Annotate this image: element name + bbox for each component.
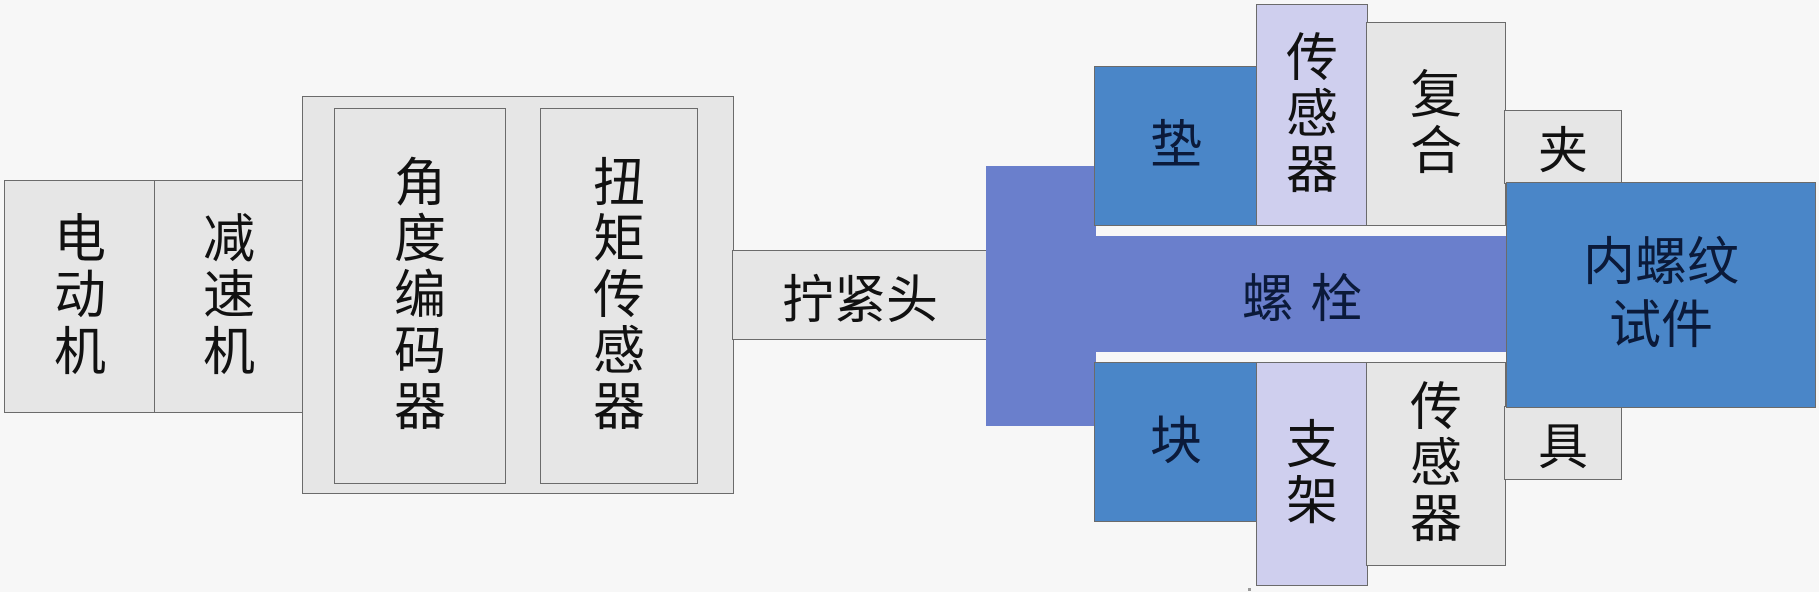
composite-box: 复合 <box>1366 22 1506 226</box>
specimen-label: 内螺纹 试件 <box>1583 232 1739 359</box>
motor-label: 电动机 <box>54 210 107 383</box>
bolt-shaft: 螺 栓 <box>1094 236 1510 352</box>
composite-sensor-label: 传感器 <box>1410 377 1463 551</box>
reducer-label: 减速机 <box>203 210 256 383</box>
tightening-head-box: 拧紧头 <box>732 250 988 340</box>
motor-box: 电动机 <box>4 180 156 413</box>
washer-bottom-box: 块 <box>1094 362 1258 522</box>
washer-bottom-label: 块 <box>1150 411 1203 472</box>
angle-encoder-label: 角度编码器 <box>394 153 447 439</box>
support-label: 支架 <box>1286 415 1339 532</box>
angle-encoder-box: 角度编码器 <box>334 108 506 484</box>
torque-sensor-box: 扭矩传感器 <box>540 108 698 484</box>
reducer-box: 减速机 <box>154 180 304 413</box>
specimen-label-line1: 内螺纹 <box>1582 232 1739 293</box>
support-box: 支架 <box>1256 362 1368 586</box>
sensor-top-label: 传感器 <box>1286 28 1339 202</box>
stray-mark <box>1248 588 1251 591</box>
specimen-label-line2: 试件 <box>1608 296 1713 356</box>
composite-sensor-box: 传感器 <box>1366 362 1506 566</box>
washer-top-label: 垫 <box>1150 115 1203 176</box>
torque-sensor-label: 扭矩传感器 <box>593 153 646 439</box>
specimen-box: 内螺纹 试件 <box>1506 182 1816 408</box>
clamp-bottom-label: 具 <box>1538 418 1588 476</box>
bolt-label: 螺 栓 <box>1241 269 1363 330</box>
clamp-top-box: 夹 <box>1504 110 1622 184</box>
washer-top-box: 垫 <box>1094 66 1258 226</box>
clamp-bottom-box: 具 <box>1504 406 1622 480</box>
sensor-top-box: 传感器 <box>1256 4 1368 226</box>
clamp-top-label: 夹 <box>1538 122 1588 180</box>
tightening-head-label: 拧紧头 <box>781 270 938 331</box>
composite-label: 复合 <box>1410 65 1463 182</box>
bolt-head-block <box>986 166 1096 426</box>
